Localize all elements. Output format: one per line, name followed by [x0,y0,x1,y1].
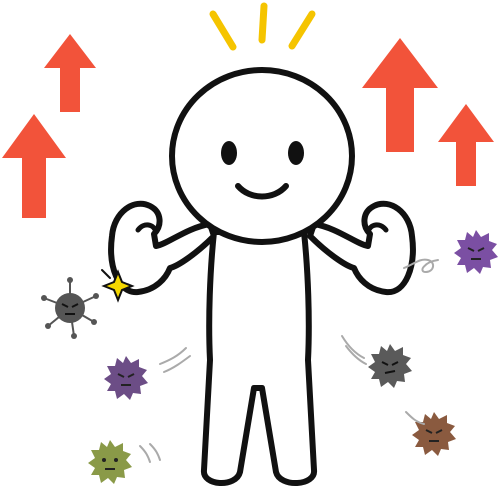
energy-rays-icon [209,2,316,51]
sparkle-icon [101,269,135,303]
eye-icon [221,141,237,165]
up-arrow-icon [44,34,96,112]
germ-icon [88,440,132,484]
smile-icon [235,183,289,200]
up-arrow-icon [2,114,66,218]
germ-icon [412,412,456,456]
germ-icon [368,344,412,388]
up-arrow-icon [362,38,438,152]
germ-icon [104,356,148,400]
eye-icon [288,141,304,165]
germ-icon [454,230,498,274]
flexing-person-icon [108,67,416,487]
up-arrow-icon [438,104,494,186]
motion-lines-icon [139,258,439,463]
germ-icon [41,277,99,339]
